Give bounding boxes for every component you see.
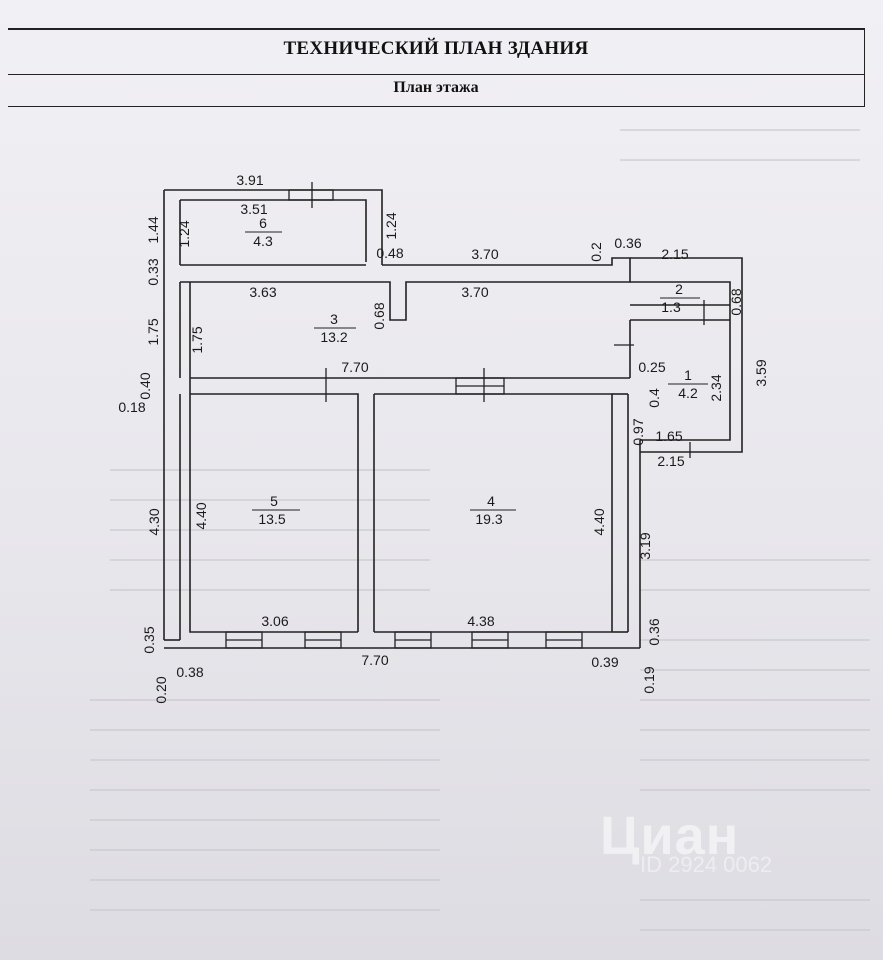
dim-3-70-top: 3.70 xyxy=(471,246,498,262)
dim-0-25: 0.25 xyxy=(638,359,665,375)
room-5-number: 5 xyxy=(270,493,278,509)
room-5-area: 13.5 xyxy=(258,511,285,527)
dim-3-63: 3.63 xyxy=(249,284,276,300)
door-marks xyxy=(311,182,705,458)
dim-7-70-bottom: 7.70 xyxy=(361,652,388,668)
dim-4-38: 4.38 xyxy=(467,613,494,629)
room-2-number: 2 xyxy=(675,281,683,297)
watermark-id: ID 2924 0062 xyxy=(640,852,773,877)
dim-3-91: 3.91 xyxy=(236,172,263,188)
dim-2-15-top: 2.15 xyxy=(661,246,688,262)
title-block: ТЕХНИЧЕСКИЙ ПЛАН ЗДАНИЯ План этажа xyxy=(8,28,865,107)
dim-1-24-left: 1.24 xyxy=(176,220,192,247)
watermark-logo: Циан xyxy=(600,806,740,866)
room-6-area: 4.3 xyxy=(253,233,273,249)
dim-2-15: 2.15 xyxy=(657,453,684,469)
room-4-number: 4 xyxy=(487,493,495,509)
dim-0-38: 0.38 xyxy=(176,664,203,680)
dimension-labels: 3.91 3.51 0.48 3.70 0.36 2.15 3.63 3.70 … xyxy=(118,172,688,680)
room-1-area: 4.2 xyxy=(678,385,698,401)
dim-0-2: 0.2 xyxy=(588,242,604,262)
title-divider xyxy=(8,74,864,75)
dim-0-68-annex: 0.68 xyxy=(728,288,744,315)
dim-1-65: 1.65 xyxy=(655,428,682,444)
dim-4-40-room4: 4.40 xyxy=(591,508,607,535)
dim-3-06: 3.06 xyxy=(261,613,288,629)
dim-0-40: 0.40 xyxy=(137,372,153,399)
dim-0-39: 0.39 xyxy=(591,654,618,670)
dim-1-75-inner: 1.75 xyxy=(189,326,205,353)
document-title: ТЕХНИЧЕСКИЙ ПЛАН ЗДАНИЯ xyxy=(283,38,589,59)
dim-3-19: 3.19 xyxy=(637,532,653,559)
dim-0-68: 0.68 xyxy=(371,302,387,329)
dim-3-51: 3.51 xyxy=(240,201,267,217)
room-3-area: 13.2 xyxy=(320,329,347,345)
dim-1-75-outer: 1.75 xyxy=(145,318,161,345)
dim-2-34: 2.34 xyxy=(708,374,724,401)
room-2-area: 1.3 xyxy=(661,299,681,315)
dim-0-35: 0.35 xyxy=(141,626,157,653)
dim-4-30: 4.30 xyxy=(146,508,162,535)
vertical-dimension-labels: 1.44 1.24 1.24 0.33 0.68 0.2 0.68 1.75 1… xyxy=(137,212,769,703)
room-6-number: 6 xyxy=(259,215,267,231)
dim-0-97: 0.97 xyxy=(630,418,646,445)
dim-3-59: 3.59 xyxy=(753,359,769,386)
room-3-number: 3 xyxy=(330,311,338,327)
dim-0-36: 0.36 xyxy=(614,235,641,251)
dim-0-33: 0.33 xyxy=(145,258,161,285)
dim-0-20: 0.20 xyxy=(153,676,169,703)
dim-0-4: 0.4 xyxy=(646,388,662,408)
document-subtitle: План этажа xyxy=(393,79,479,96)
dim-0-36-right: 0.36 xyxy=(646,618,662,645)
walls xyxy=(163,189,743,649)
room-labels: 6 4.3 3 13.2 2 1.3 1 4.2 5 13.5 4 19.3 xyxy=(245,215,708,527)
dim-0-18: 0.18 xyxy=(118,399,145,415)
dim-0-48: 0.48 xyxy=(376,245,403,261)
room-4-area: 19.3 xyxy=(475,511,502,527)
dim-7-70-mid: 7.70 xyxy=(341,359,368,375)
windows xyxy=(225,189,583,649)
dim-0-19: 0.19 xyxy=(641,666,657,693)
background-text-lines xyxy=(90,129,870,931)
dim-4-40-room5: 4.40 xyxy=(193,502,209,529)
dim-3-70: 3.70 xyxy=(461,284,488,300)
dim-1-24-right: 1.24 xyxy=(383,212,399,239)
room-1-number: 1 xyxy=(684,367,692,383)
dim-1-44: 1.44 xyxy=(145,216,161,243)
